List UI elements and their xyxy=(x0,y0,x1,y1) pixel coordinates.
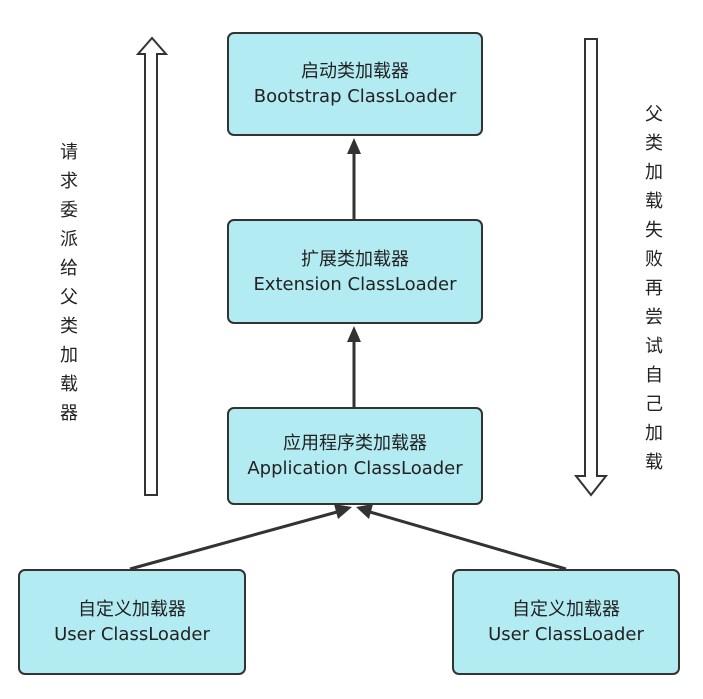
edge-user-left-to-application xyxy=(129,510,338,571)
edge-user-right-to-application-head xyxy=(356,504,373,519)
user-right-cn-label: 自定义加载器 xyxy=(512,599,620,620)
bootstrap-cn-label: 启动类加载器 xyxy=(301,61,409,82)
fallback-down-arrow xyxy=(573,38,609,497)
extension-cn-label: 扩展类加载器 xyxy=(301,248,409,270)
edge-user-right-to-application xyxy=(369,510,567,571)
user-classloader-node-left: 自定义加载器 User ClassLoader xyxy=(18,569,246,675)
extension-classloader-node: 扩展类加载器 Extension ClassLoader xyxy=(227,219,483,324)
application-classloader-node: 应用程序类加载器 Application ClassLoader xyxy=(227,407,483,505)
extension-en-label: Extension ClassLoader xyxy=(253,273,457,295)
application-cn-label: 应用程序类加载器 xyxy=(283,433,427,454)
edge-user-left-to-application-head xyxy=(334,504,352,519)
edge-extension-to-bootstrap-head xyxy=(347,138,361,154)
delegate-to-parent-label: 请求委派给父类加载器 xyxy=(60,142,78,424)
bootstrap-en-label: Bootstrap ClassLoader xyxy=(253,86,457,107)
delegate-up-arrow xyxy=(135,36,169,496)
user-left-en-label: User ClassLoader xyxy=(54,624,210,645)
user-classloader-node-right: 自定义加载器 User ClassLoader xyxy=(452,569,680,675)
bootstrap-classloader-node: 启动类加载器 Bootstrap ClassLoader xyxy=(227,32,483,136)
user-left-cn-label: 自定义加载器 xyxy=(78,599,186,620)
parent-failed-fallback-label: 父类加载失败再尝试自己加载 xyxy=(645,104,663,473)
edge-application-to-extension-head xyxy=(347,326,361,342)
user-right-en-label: User ClassLoader xyxy=(488,624,644,645)
application-en-label: Application ClassLoader xyxy=(247,458,463,479)
